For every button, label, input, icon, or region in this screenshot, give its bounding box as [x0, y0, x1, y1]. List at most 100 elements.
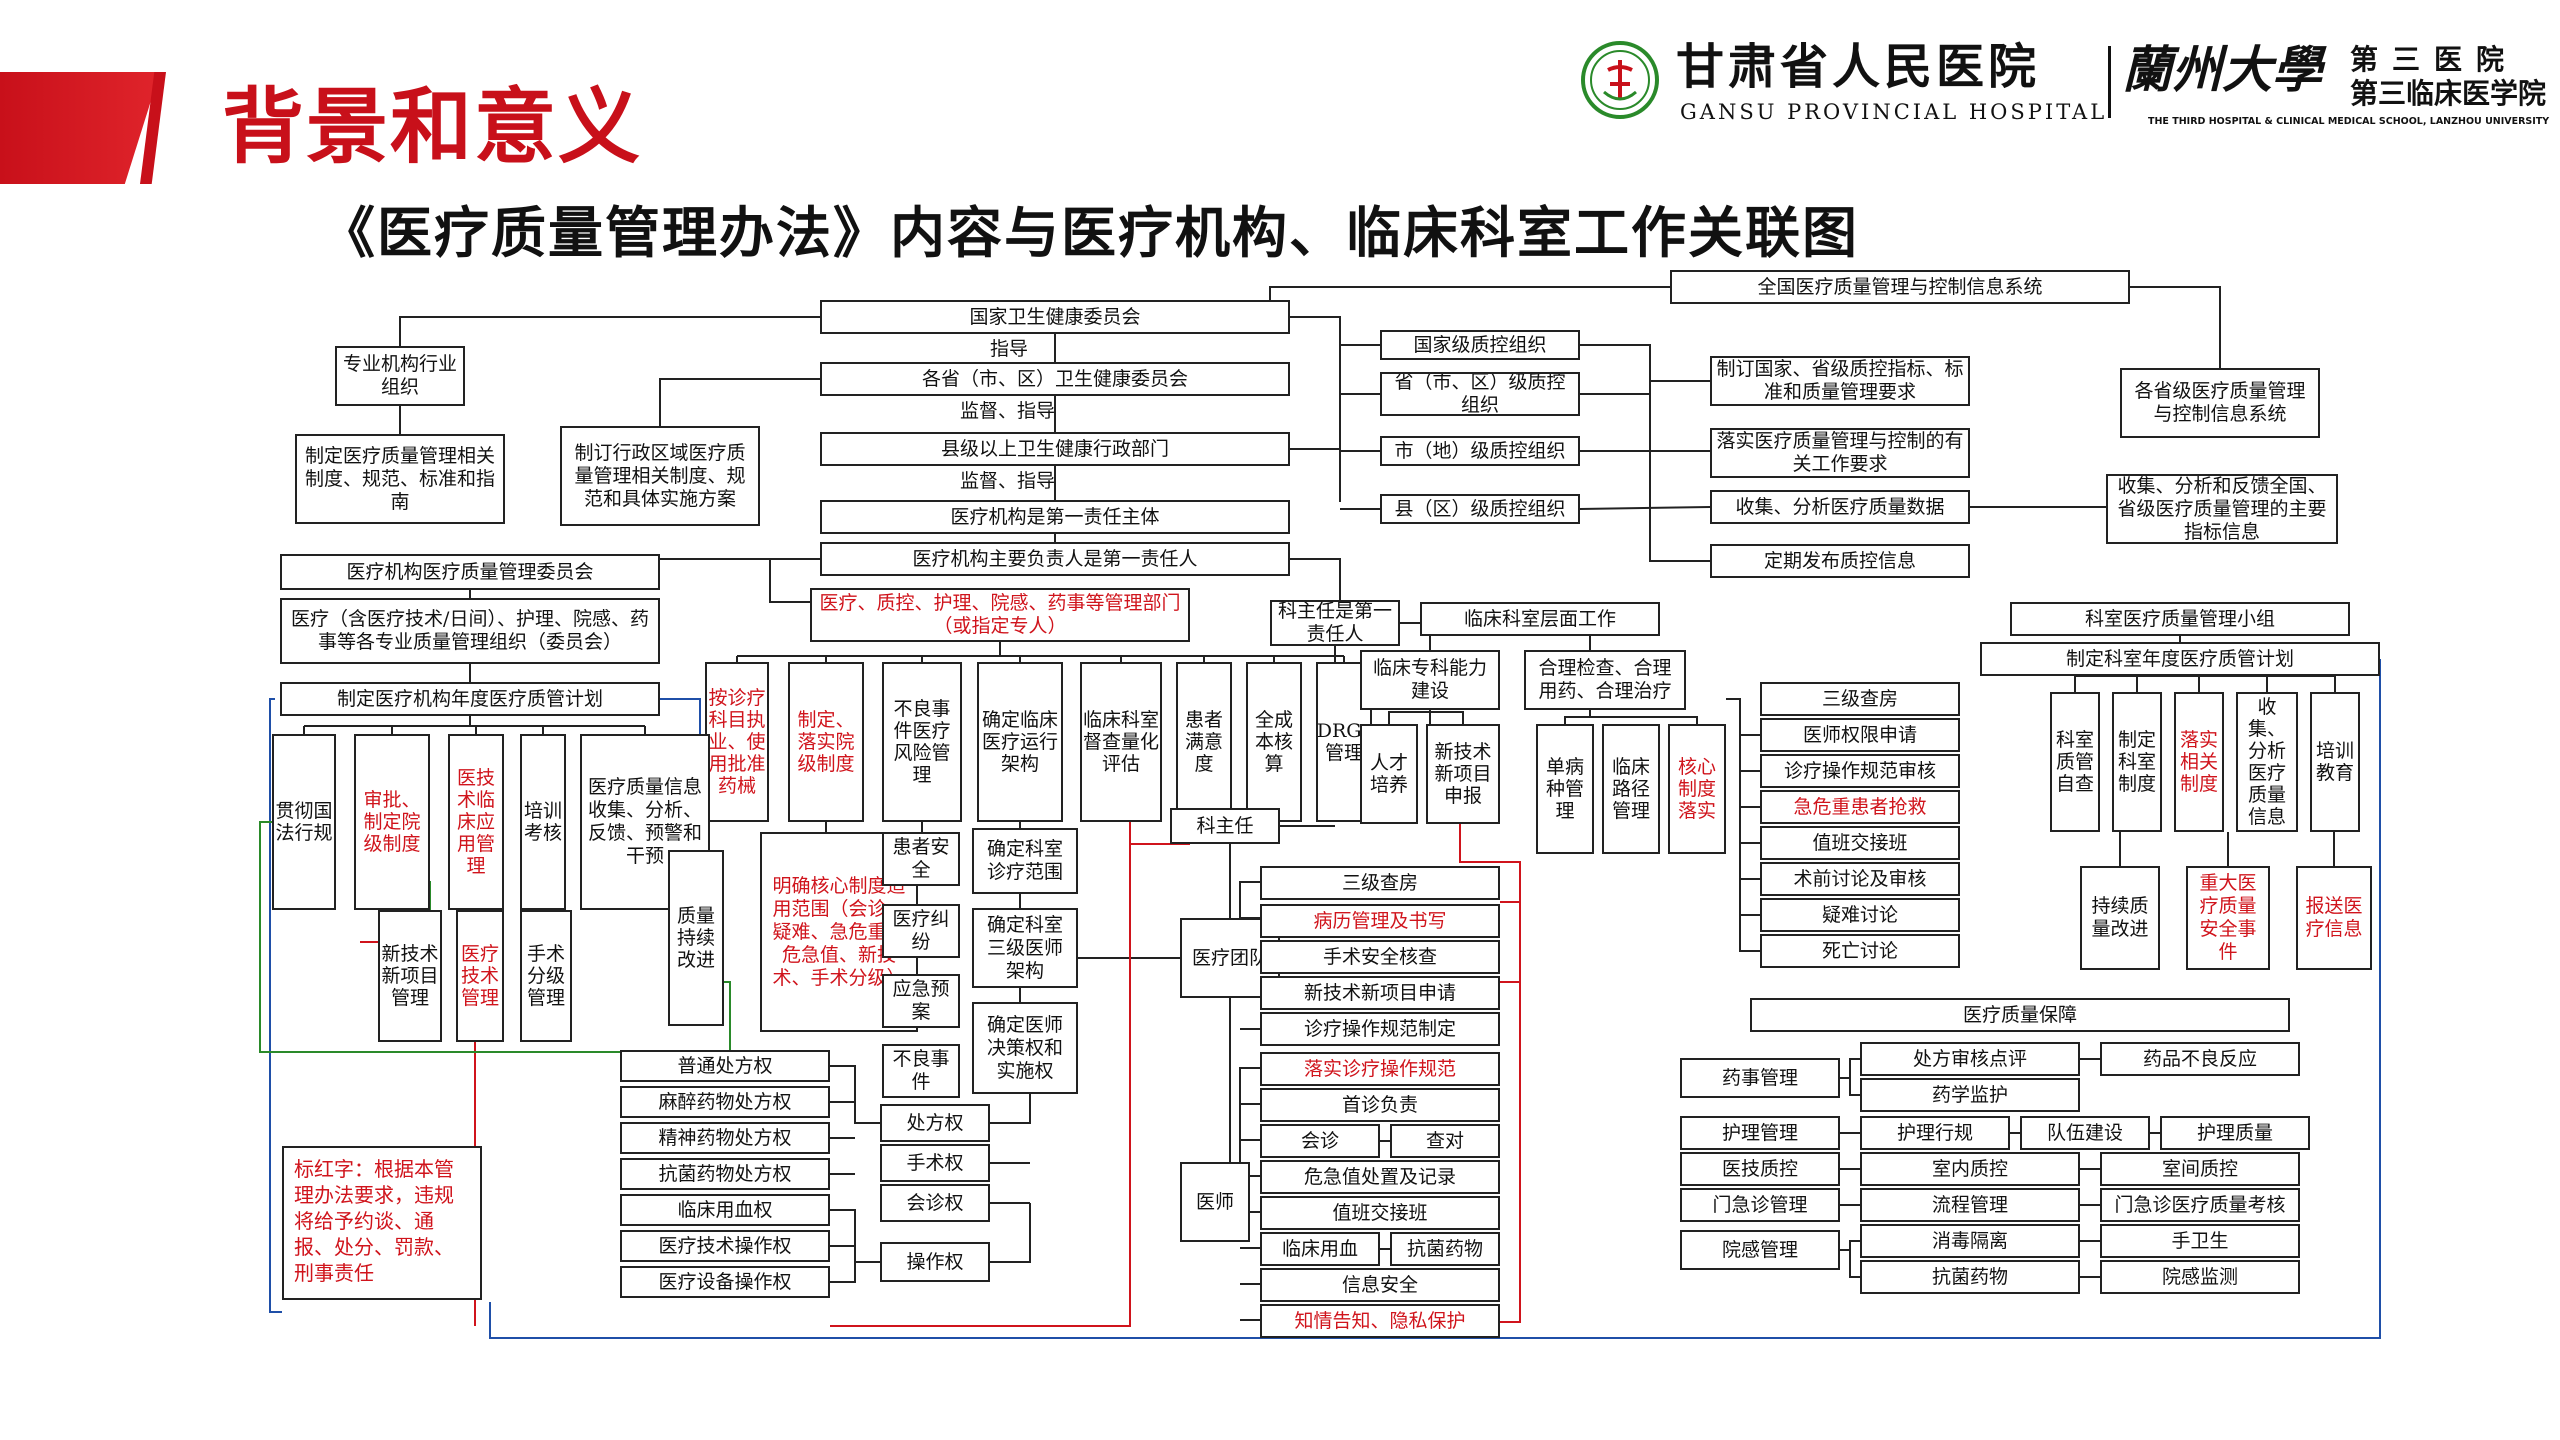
slide-title: 背景和意义 — [222, 80, 643, 175]
node-rx: 处方权 — [880, 1104, 990, 1142]
node-d5: 临床科室督查量化评估 — [1080, 662, 1162, 822]
node-impl: 落实医疗质量管理与控制的有关工作要求 — [1710, 428, 1970, 478]
node-p4: 抗菌药物处方权 — [620, 1158, 830, 1190]
logo-divider — [2108, 46, 2111, 118]
node-g-nursenorm: 护理行规 — [1860, 1116, 2010, 1150]
node-crit: 急危重患者抢救 — [1760, 790, 1960, 824]
node-rational: 合理检查、合理用药、合理治疗 — [1524, 650, 1686, 710]
node-g-medtech: 医技质控 — [1680, 1152, 1840, 1186]
node-m7: 信息安全 — [1260, 1268, 1500, 1302]
node-keshi: 科主任 — [1170, 808, 1280, 844]
connector-line — [1840, 1058, 1860, 1079]
node-rounds3r: 三级查房 — [1760, 682, 1960, 716]
node-capab: 临床专科能力建设 — [1360, 650, 1500, 710]
node-k1: 科室质管自查 — [2050, 692, 2100, 832]
node-g-opd: 门急诊管理 — [1680, 1188, 1840, 1222]
node-p5: 临床用血权 — [620, 1194, 830, 1226]
node-handover: 值班交接班 — [1760, 826, 1960, 860]
connector-line — [1579, 506, 1711, 510]
node-d3: 不良事件医疗风险管理 — [882, 662, 962, 822]
node-guarantee: 医疗质量保障 — [1750, 998, 2290, 1032]
node-publish: 定期发布质控信息 — [1710, 544, 1970, 578]
node-k8: 报送医疗信息 — [2296, 866, 2372, 970]
title-accent-bar — [0, 72, 160, 184]
node-techapply: 新技术新项目申报 — [1426, 724, 1500, 824]
node-subcomm: 医疗（含医疗技术/日间）、护理、院感、药事等各专业质量管理组织（委员会） — [280, 598, 660, 664]
connector-line — [1580, 344, 1710, 382]
node-feedback: 收集、分析和反馈全国、省级医疗质量管理的主要指标信息 — [2106, 474, 2338, 544]
node-note: 标红字：根据本管理办法要求，违规将给予约谈、通报、处分、罚款、刑事责任 — [282, 1146, 482, 1300]
node-k4: 收集、分析医疗质量信息 — [2236, 692, 2298, 832]
node-g-rxrev: 处方审核点评 — [1860, 1042, 2080, 1076]
node-g-nurse: 护理管理 — [1680, 1116, 1840, 1150]
connector-line — [1726, 698, 1760, 952]
node-threelvl: 确定科室三级医师架构 — [972, 908, 1078, 988]
dept-line-1: 第三医院 — [2350, 43, 2519, 76]
node-g-inner: 室内质控 — [1860, 1152, 2080, 1186]
node-m3: 会诊 — [1260, 1124, 1380, 1158]
node-g-opdeval: 门急诊医疗质量考核 — [2100, 1188, 2300, 1222]
node-docauth: 确定医师决策权和实施权 — [972, 1002, 1078, 1094]
connector-line — [830, 1065, 880, 1124]
diagram-title: 《医疗质量管理办法》内容与医疗机构、临床科室工作关联图 — [320, 200, 1860, 265]
node-prof: 专业机构行业组织 — [335, 346, 465, 406]
node-diagscope: 确定科室诊疗范围 — [972, 828, 1078, 894]
node-cgov: 县级以上卫生健康行政部门 — [820, 432, 1290, 466]
node-depts: 医疗、质控、护理、院感、药事等管理部门（或指定专人） — [810, 588, 1190, 642]
feedback-line-red — [830, 843, 1190, 1327]
node-emerg: 应急预案 — [882, 974, 960, 1028]
node-m1: 落实诊疗操作规范 — [1260, 1052, 1500, 1086]
node-provqc: 省（市、区）级质控组织 — [1380, 372, 1580, 416]
node-contimp: 质量持续改进 — [668, 850, 724, 1026]
connector-line — [1840, 1240, 1860, 1251]
node-deathdisc: 死亡讨论 — [1760, 934, 1960, 968]
relationship-diagram: 国家卫生健康委员会指导各省（市、区）卫生健康委员会监督、指导县级以上卫生健康行政… — [230, 262, 2400, 1342]
node-preop: 术前讨论及审核 — [1760, 862, 1960, 896]
node-d2: 制定、落实院级制度 — [788, 662, 864, 822]
node-talent: 人才培养 — [1360, 724, 1418, 824]
connector-line — [1269, 286, 1670, 318]
node-cntyqc: 县（区）级质控组织 — [1380, 494, 1580, 524]
node-m3b: 查对 — [1390, 1124, 1500, 1158]
node-cityqc: 市（地）级质控组织 — [1380, 436, 1580, 466]
node-procrev: 诊疗操作规范审核 — [1760, 754, 1960, 788]
node-natqc: 国家级质控组织 — [1380, 330, 1580, 360]
loop-line-green — [259, 821, 731, 1053]
node-k3: 落实相关制度 — [2174, 692, 2224, 832]
node-t2: 病历管理及书写 — [1260, 904, 1500, 938]
node-t5: 诊疗操作规范制定 — [1260, 1012, 1500, 1046]
node-committee: 医疗机构医疗质量管理委员会 — [280, 554, 660, 590]
hospital-name: 甘肃省人民医院 — [1676, 39, 2041, 95]
node-i5: 医疗质量信息收集、分析、反馈、预警和干预 — [580, 734, 710, 910]
node-m2: 首诊负责 — [1260, 1088, 1500, 1122]
node-kplan: 制定科室年度医疗质管计划 — [1980, 642, 2380, 676]
node-g-team: 队伍建设 — [2020, 1116, 2150, 1150]
node-natinfo: 全国医疗质量管理与控制信息系统 — [1670, 270, 2130, 304]
node-g-disinf: 消毒隔离 — [1860, 1224, 2080, 1258]
node-k5: 培训教育 — [2310, 692, 2360, 832]
node-head: 医疗机构主要负责人是第一责任人 — [820, 542, 1290, 576]
hospital-emblem-icon — [1580, 40, 1660, 120]
university-name-en: THE THIRD HOSPITAL & CLINICAL MEDICAL SC… — [2148, 116, 2550, 127]
node-pgov: 各省（市、区）卫生健康委员会 — [820, 362, 1290, 396]
node-g-pharm: 药事管理 — [1680, 1058, 1840, 1098]
node-inst: 医疗机构是第一责任主体 — [820, 500, 1290, 534]
connector-line — [399, 316, 820, 346]
node-oper: 操作权 — [880, 1242, 990, 1282]
node-collect: 收集、分析医疗质量数据 — [1710, 490, 1970, 524]
node-consult: 会诊权 — [880, 1184, 990, 1222]
node-g-infect: 院感管理 — [1680, 1230, 1840, 1270]
node-dispute: 医疗纠纷 — [882, 904, 960, 958]
node-psafe: 患者安全 — [882, 832, 960, 886]
node-surg: 手术权 — [880, 1144, 990, 1182]
node-coreimpl: 核心制度落实 — [1668, 724, 1726, 854]
connector-line — [1849, 1250, 1860, 1278]
node-std: 制订国家、省级质控指标、标准和质量管理要求 — [1710, 356, 1970, 406]
node-d4: 确定临床医疗运行架构 — [977, 662, 1063, 822]
node-k7: 重大医疗质量安全事件 — [2186, 866, 2270, 970]
node-t3: 手术安全核查 — [1260, 940, 1500, 974]
connector-line — [1290, 316, 1380, 346]
feedback-line-red — [1500, 982, 1521, 1323]
node-ngov: 国家卫生健康委员会 — [820, 300, 1290, 334]
node-k6: 持续质量改进 — [2080, 866, 2160, 970]
